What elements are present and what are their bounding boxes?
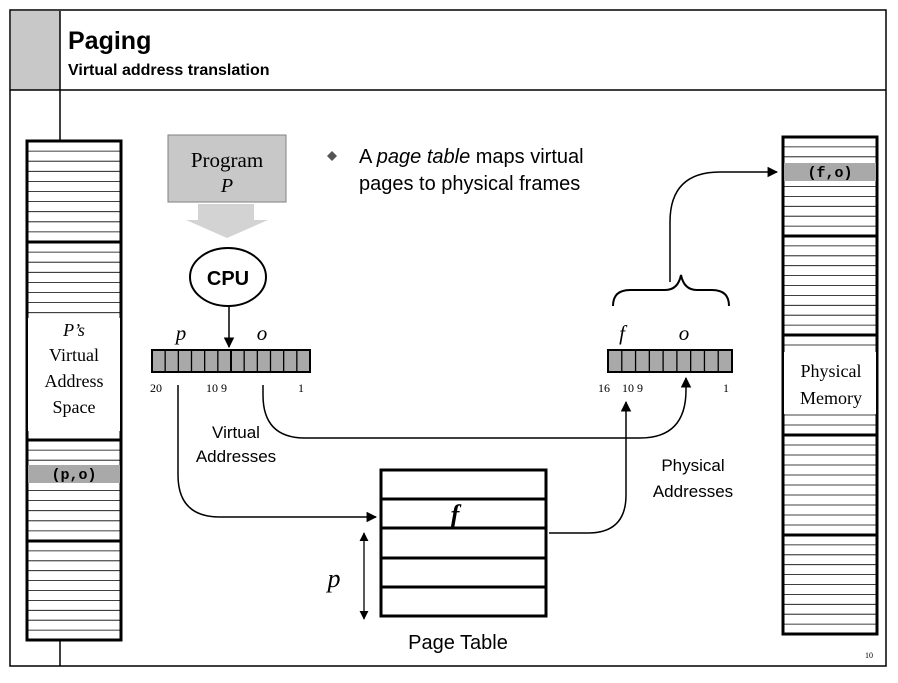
pa-field-f: f bbox=[619, 321, 628, 345]
page-index-label: p bbox=[326, 564, 341, 593]
cpu-label: CPU bbox=[207, 268, 249, 290]
slide-subtitle: Virtual address translation bbox=[68, 62, 270, 79]
physical-address-brace bbox=[612, 274, 730, 307]
pa-caption-line-1: Physical bbox=[661, 456, 724, 475]
header-accent bbox=[11, 11, 60, 90]
offset-copy-arrow bbox=[262, 376, 692, 439]
program-box: Program P bbox=[167, 134, 287, 203]
pm-label-line-1: Physical bbox=[801, 361, 862, 381]
physical-address-register: f o 16 10 9 1 Physical Addresses bbox=[598, 274, 733, 501]
program-label: Program bbox=[191, 148, 263, 172]
virtual-address-space: (p,o) P’s Virtual Address Space bbox=[25, 139, 123, 642]
pa-bit-10-9: 10 9 bbox=[622, 381, 643, 395]
bullet-point: A page table maps virtual pages to physi… bbox=[327, 146, 584, 195]
virtual-page-highlight-label: (p,o) bbox=[51, 467, 96, 484]
page-table-caption: Page Table bbox=[408, 632, 508, 654]
vas-label-line-4: Space bbox=[53, 397, 96, 417]
physical-address-to-memory-arrow bbox=[669, 166, 779, 282]
program-to-cpu-arrow bbox=[186, 204, 268, 238]
page-table-entry: f bbox=[451, 500, 462, 529]
vas-label-line-3: Address bbox=[45, 371, 104, 391]
pm-label-line-2: Memory bbox=[800, 388, 862, 408]
bullet-line-1: A page table maps virtual bbox=[359, 146, 584, 168]
physical-memory: (f,o) Physical Memory bbox=[781, 135, 879, 636]
physical-frame-highlight-label: (f,o) bbox=[807, 165, 852, 182]
vas-label-line-2: Virtual bbox=[49, 345, 99, 365]
va-caption-line-2: Addresses bbox=[196, 447, 276, 466]
va-field-p: p bbox=[174, 321, 187, 345]
frame-number-arrow bbox=[549, 400, 632, 534]
pa-caption-line-2: Addresses bbox=[653, 482, 733, 501]
va-bit-10-9: 10 9 bbox=[206, 381, 227, 395]
bullet-icon bbox=[327, 151, 337, 161]
va-field-o: o bbox=[257, 321, 268, 345]
vas-label-line-1: P’s bbox=[62, 320, 85, 340]
pa-field-o: o bbox=[679, 321, 690, 345]
pa-bit-16: 16 bbox=[598, 381, 610, 395]
cpu-node: CPU bbox=[189, 247, 267, 307]
va-caption-line-1: Virtual bbox=[212, 423, 260, 442]
virtual-address-register: p o 20 10 9 1 Virtual Addresses bbox=[150, 321, 311, 466]
bullet-line-2: pages to physical frames bbox=[359, 173, 580, 195]
page-number: 10 bbox=[865, 651, 873, 660]
virtual-page-highlight bbox=[28, 465, 120, 483]
pa-bit-1: 1 bbox=[723, 381, 729, 395]
page-table: f Page Table bbox=[379, 468, 548, 654]
program-name: P bbox=[220, 175, 233, 197]
va-bit-1: 1 bbox=[298, 381, 304, 395]
physical-frame-highlight bbox=[784, 163, 876, 181]
slide-title: Paging bbox=[68, 27, 151, 55]
page-number-to-table-arrow bbox=[177, 385, 378, 523]
va-bit-20: 20 bbox=[150, 381, 162, 395]
